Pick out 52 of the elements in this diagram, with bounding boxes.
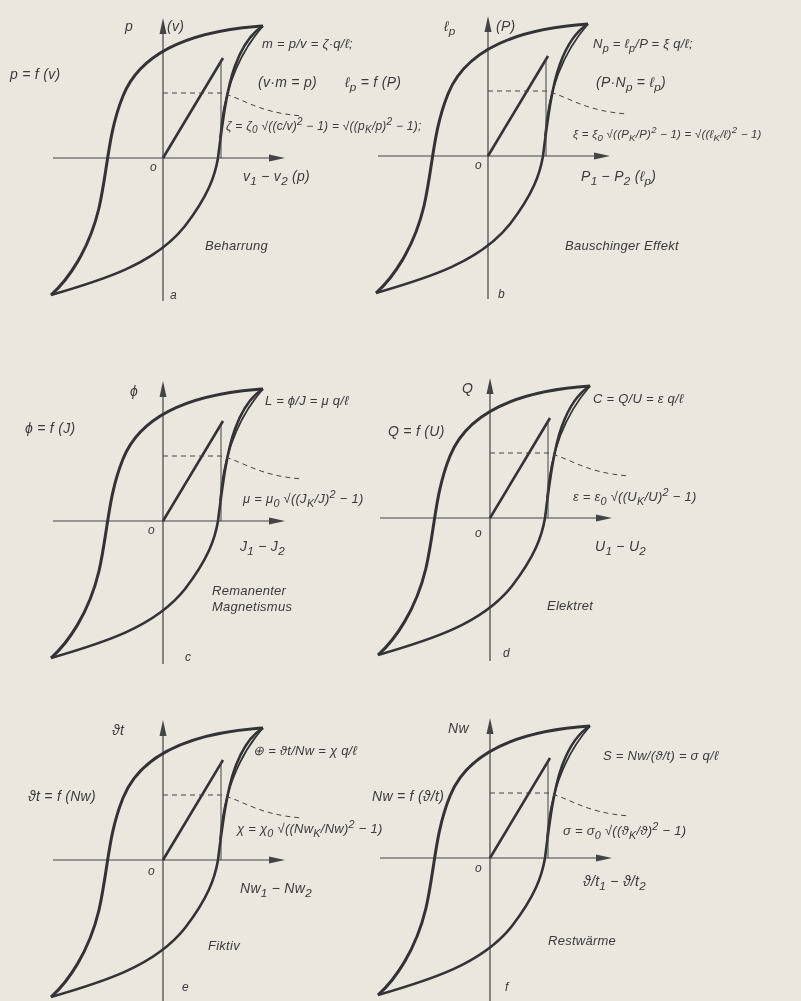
origin-label: o: [475, 158, 482, 173]
formula: σ = σ$_{0}$ √((ϑ$_{K}$/ϑ)$^{2}$ − 1): [563, 820, 687, 842]
axis-label: ϕ: [130, 383, 139, 400]
caption: Bauschinger Effekt: [565, 238, 679, 254]
panel-letter: e: [182, 980, 189, 995]
caption: Fiktiv: [208, 938, 240, 954]
origin-label: o: [148, 523, 155, 538]
axis-label: p: [125, 18, 134, 35]
formula: ε = ε$_{0}$ √((U$_{K}$/U)$^{2}$ − 1): [573, 486, 697, 508]
panel-letter: b: [498, 287, 505, 302]
origin-label: o: [150, 160, 157, 175]
axis-label: U$_{1}$ − U$_{2}$: [595, 538, 647, 558]
axis-label: Nw: [448, 720, 469, 737]
formula: Nw = f (ϑ/t): [372, 788, 445, 805]
formula: p = f (v): [10, 66, 61, 83]
caption: Remanenter Magnetismus: [212, 583, 294, 615]
origin-label: o: [475, 861, 482, 876]
axis-label: ℓ$_{p}$: [444, 18, 456, 38]
origin-label: o: [475, 526, 482, 541]
formula: (v·m = p): [258, 74, 317, 91]
caption: Elektret: [547, 598, 594, 614]
formula: ξ = ξ$_{0}$ √((P$_{K}$/P)$^{2}$ − 1) = √((ℓ$_{K}$/ℓ)$^{2}$ − 1): [573, 124, 762, 144]
formula: m = p/v = ζ·q/ℓ;: [262, 36, 353, 52]
caption: Restwärme: [548, 933, 617, 949]
formula: ⊕ = ϑt/Nw = χ q/ℓ: [253, 743, 357, 759]
axis-label: v$_{1}$ − v$_{2}$ (p): [243, 168, 310, 188]
formula: Q = f (U): [388, 423, 445, 440]
formula: C = Q/U = ε q/ℓ: [593, 391, 684, 407]
caption: Beharrung: [205, 238, 269, 254]
axis-label: ϑ/t$_{1}$ − ϑ/t$_{2}$: [583, 873, 646, 893]
panel-letter: f: [505, 980, 509, 995]
panel-letter: d: [503, 646, 510, 661]
axis-label: P$_{1}$ − P$_{2}$ (ℓ$_{p}$): [581, 168, 657, 188]
panel-letter: c: [185, 650, 192, 665]
formula: S = Nw/(ϑ/t) = σ q/ℓ: [603, 748, 719, 764]
formula: (P·N$_{p}$ = ℓ$_{p}$): [596, 74, 666, 94]
axis-label: (P): [496, 18, 516, 35]
origin-label: o: [148, 864, 155, 879]
formula: μ = μ$_{0}$ √((J$_{K}$/J)$^{2}$ − 1): [243, 488, 364, 510]
formula: ϕ = f (J): [25, 420, 76, 437]
formula: L = ϕ/J = μ q/ℓ: [265, 393, 349, 409]
formula: χ = χ$_{0}$ √((Nw$_{K}$/Nw)$^{2}$ − 1): [237, 818, 383, 840]
axis-label: J$_{1}$ − J$_{2}$: [240, 538, 285, 558]
formula: ℓ$_{p}$ = f (P): [345, 74, 402, 94]
formula: N$_{p}$ = ℓ$_{p}$/P = ξ q/ℓ;: [593, 36, 693, 55]
formula: ϑt = f (Nw): [28, 788, 96, 805]
axis-label: ϑt: [112, 722, 125, 739]
formula: ζ = ζ$_{0}$ √((c/v)$^{2}$ − 1) = √((p$_{K}$/p)$^{2}$ − 1);: [226, 116, 422, 137]
axis-label: Q: [462, 380, 474, 397]
axis-label: (v): [167, 18, 185, 35]
axis-label: Nw$_{1}$ − Nw$_{2}$: [240, 880, 312, 900]
panel-letter: a: [170, 288, 177, 303]
